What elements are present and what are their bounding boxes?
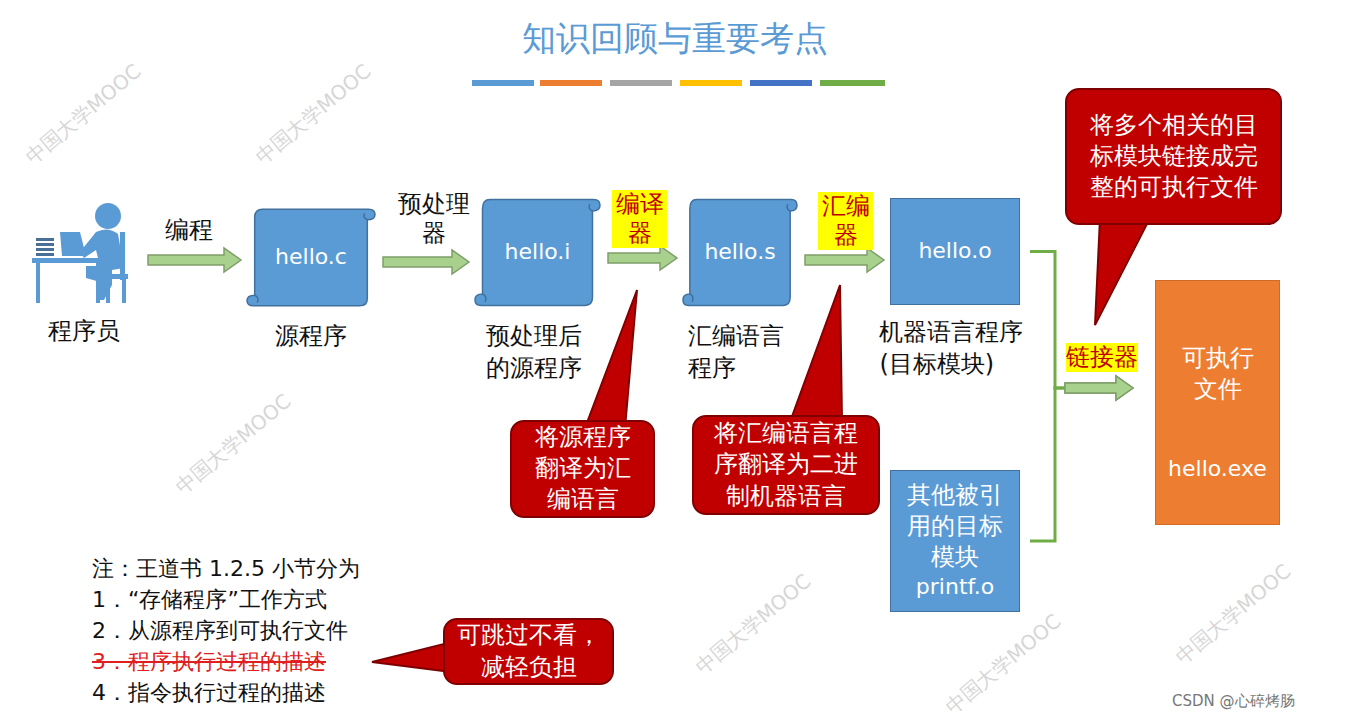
watermark: 中国大学MOOC (170, 388, 297, 500)
connector-label: 预处理 器 (394, 190, 473, 248)
callout-text: 将源程序 翻译为汇 编语言 (531, 422, 634, 516)
node-text: hello.s (704, 238, 775, 267)
credit: CSDN @心碎烤肠 (1172, 692, 1295, 711)
note-text: 注：王道书 1.2.5 小节分为 (92, 554, 360, 584)
programmer-icon (32, 203, 128, 303)
connector-label: 编译 器 (612, 190, 667, 248)
node-text: 可执行 文件 (1178, 343, 1257, 405)
callout-text: 将汇编语言程 序翻译为二进 制机器语言 (710, 418, 861, 512)
callout-text: 可跳过不看， 减轻负担 (453, 620, 604, 682)
connector (1030, 376, 1133, 541)
node-caption: 机器语言程序 (目标模块) (879, 316, 1030, 380)
watermark: 中国大学MOOC (20, 58, 147, 170)
node-text: 其他被引 用的目标 模块 (903, 480, 1006, 574)
block-arrow (1065, 376, 1133, 400)
watermark: 中国大学MOOC (690, 568, 817, 680)
assembly-file: hello.s汇编语言 程序 (683, 195, 797, 310)
library-module: 其他被引 用的目标 模块printf.o (890, 470, 1020, 612)
callout-text: 将多个相关的目 标模块链接成完 整的可执行文件 (1086, 110, 1261, 204)
bracket-line (1030, 388, 1065, 541)
connector (1030, 252, 1133, 401)
callout-note: 将多个相关的目 标模块链接成完 整的可执行文件 (1065, 88, 1282, 225)
callout-note: 将源程序 翻译为汇 编语言 (510, 420, 655, 518)
callout-note: 将汇编语言程 序翻译为二进 制机器语言 (692, 415, 880, 515)
connector-label: 编程 (165, 216, 213, 245)
node-text: printf.o (916, 573, 994, 602)
preprocessed-file: hello.i预处理后 的源程序 (475, 195, 600, 310)
block-arrow (1065, 376, 1133, 400)
callout-note: 可跳过不看， 减轻负担 (443, 618, 614, 685)
block-arrow (148, 248, 241, 272)
executable-file: 可执行 文件 hello.exe (1155, 280, 1280, 525)
block-arrow (805, 248, 884, 272)
note-text: 1．“存储程序”工作方式 (92, 585, 327, 615)
connector (383, 250, 469, 274)
watermark: 中国大学MOOC (940, 608, 1067, 719)
connector (148, 248, 241, 272)
connector-label: 汇编 器 (818, 192, 873, 250)
node-caption: 预处理后 的源程序 (486, 320, 589, 384)
node-text: hello.o (918, 237, 991, 266)
node-caption: 程序员 (48, 315, 120, 347)
node-text: hello.c (275, 243, 347, 272)
connector (805, 248, 884, 272)
connector-label: 链接器 (1066, 343, 1138, 372)
bracket-line (1030, 252, 1065, 389)
node-text: hello.exe (1168, 455, 1267, 484)
connector (608, 246, 677, 270)
object-module: hello.o机器语言程序 (目标模块) (890, 198, 1020, 305)
title: 知识回顾与重要考点 (0, 16, 1350, 62)
title-bars (472, 80, 885, 86)
note-text: 4．指令执行过程的描述 (92, 678, 326, 708)
source-file: hello.c源程序 (247, 205, 375, 310)
node-caption: 汇编语言 程序 (688, 320, 791, 384)
block-arrow (383, 250, 469, 274)
note-text: 3．程序执行过程的描述 (92, 647, 326, 677)
node-caption: 源程序 (275, 320, 347, 352)
programmer: 程序员 (28, 195, 140, 305)
block-arrow (608, 246, 677, 270)
note-text: 2．从源程序到可执行文件 (92, 616, 348, 646)
watermark: 中国大学MOOC (1170, 558, 1297, 670)
node-text: hello.i (505, 238, 571, 267)
watermark: 中国大学MOOC (250, 58, 377, 170)
